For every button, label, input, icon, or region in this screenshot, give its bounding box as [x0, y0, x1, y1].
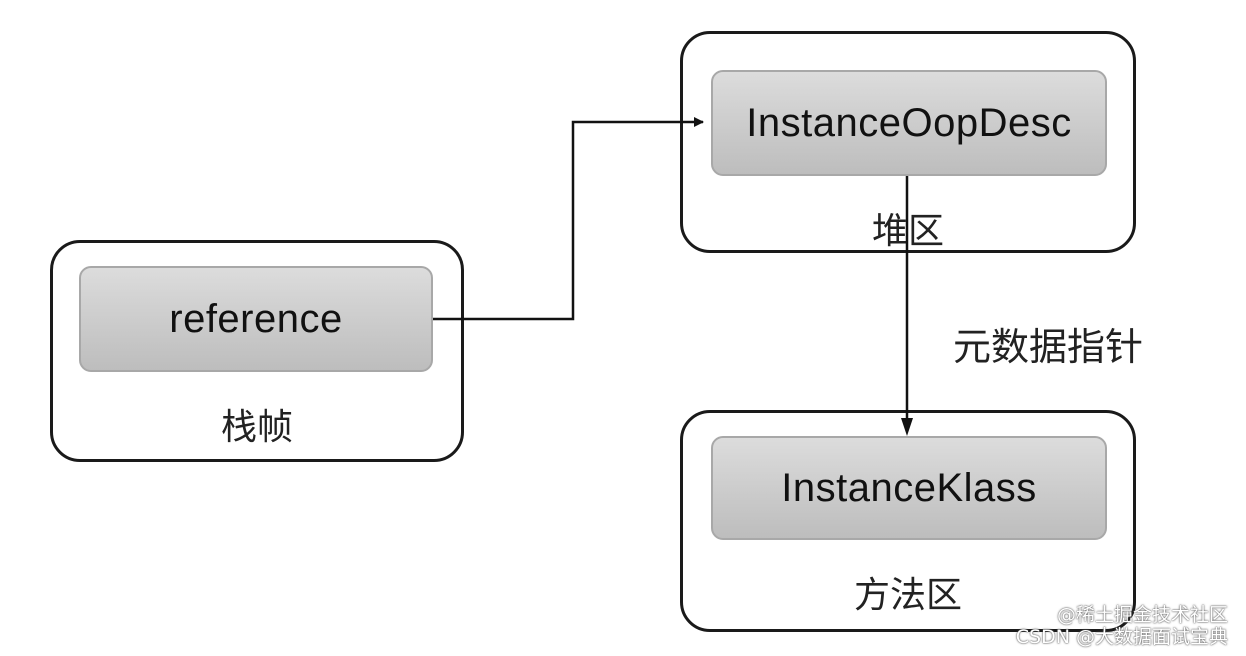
oop-to-klass-arrowhead	[901, 418, 913, 436]
stack-frame-label: 栈帧	[220, 407, 293, 448]
instance-klass-node: InstanceKlass	[711, 436, 1107, 540]
watermark: @稀土掘金技术社区 CSDN @大数据面试宝典	[1016, 604, 1228, 648]
watermark-line-1: @稀土掘金技术社区	[1056, 604, 1228, 626]
method-area-label: 方法区	[853, 575, 962, 616]
instance-oop-desc-node: InstanceOopDesc	[711, 70, 1107, 176]
watermark-line-2: CSDN @大数据面试宝典	[1015, 626, 1228, 648]
metadata-pointer-label: 元数据指针	[953, 325, 1144, 369]
reference-to-oop-arrow	[433, 117, 704, 321]
reference-node: reference	[79, 266, 433, 372]
